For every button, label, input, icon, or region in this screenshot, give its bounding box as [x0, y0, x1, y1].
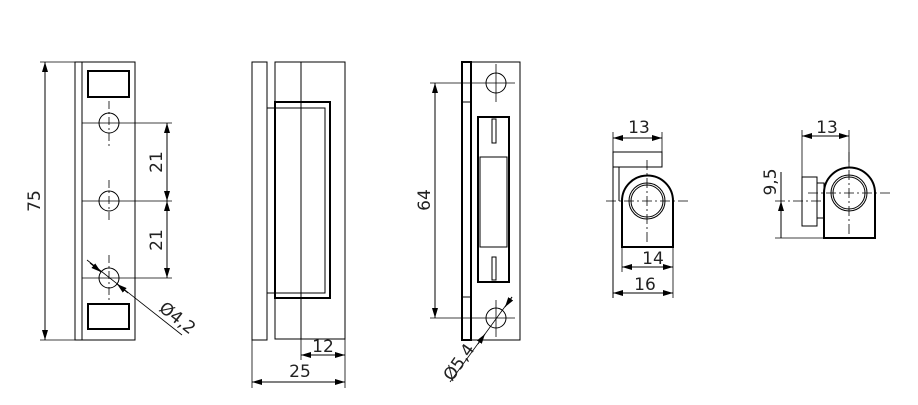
dim-depth-12: 12: [312, 337, 334, 357]
top-view-a: 13 14 16: [606, 118, 688, 298]
dim-spacing-21-top: 21: [147, 151, 167, 173]
dim-width-13-b: 13: [816, 118, 838, 138]
side-view: 25 12: [251, 61, 346, 388]
dim-spacing-21-bottom: 21: [147, 229, 167, 251]
dim-spacing-64: 64: [415, 189, 435, 211]
strike-plate-view: 64 Ø5,4: [415, 61, 521, 385]
dim-width-16: 16: [634, 275, 656, 295]
dim-hole-diameter-4-2: Ø4,2: [155, 298, 199, 339]
dim-width-14: 14: [642, 249, 664, 269]
dim-depth-25: 25: [289, 362, 311, 382]
dim-width-13-a: 13: [628, 118, 650, 138]
dim-height-9-5: 9,5: [761, 168, 781, 195]
dim-height-75: 75: [25, 190, 45, 212]
top-view-b: 13 9,5: [761, 118, 890, 239]
front-view: 75 21 21 Ø4,2: [25, 61, 199, 341]
dim-hole-diameter-5-4: Ø5,4: [440, 340, 480, 385]
